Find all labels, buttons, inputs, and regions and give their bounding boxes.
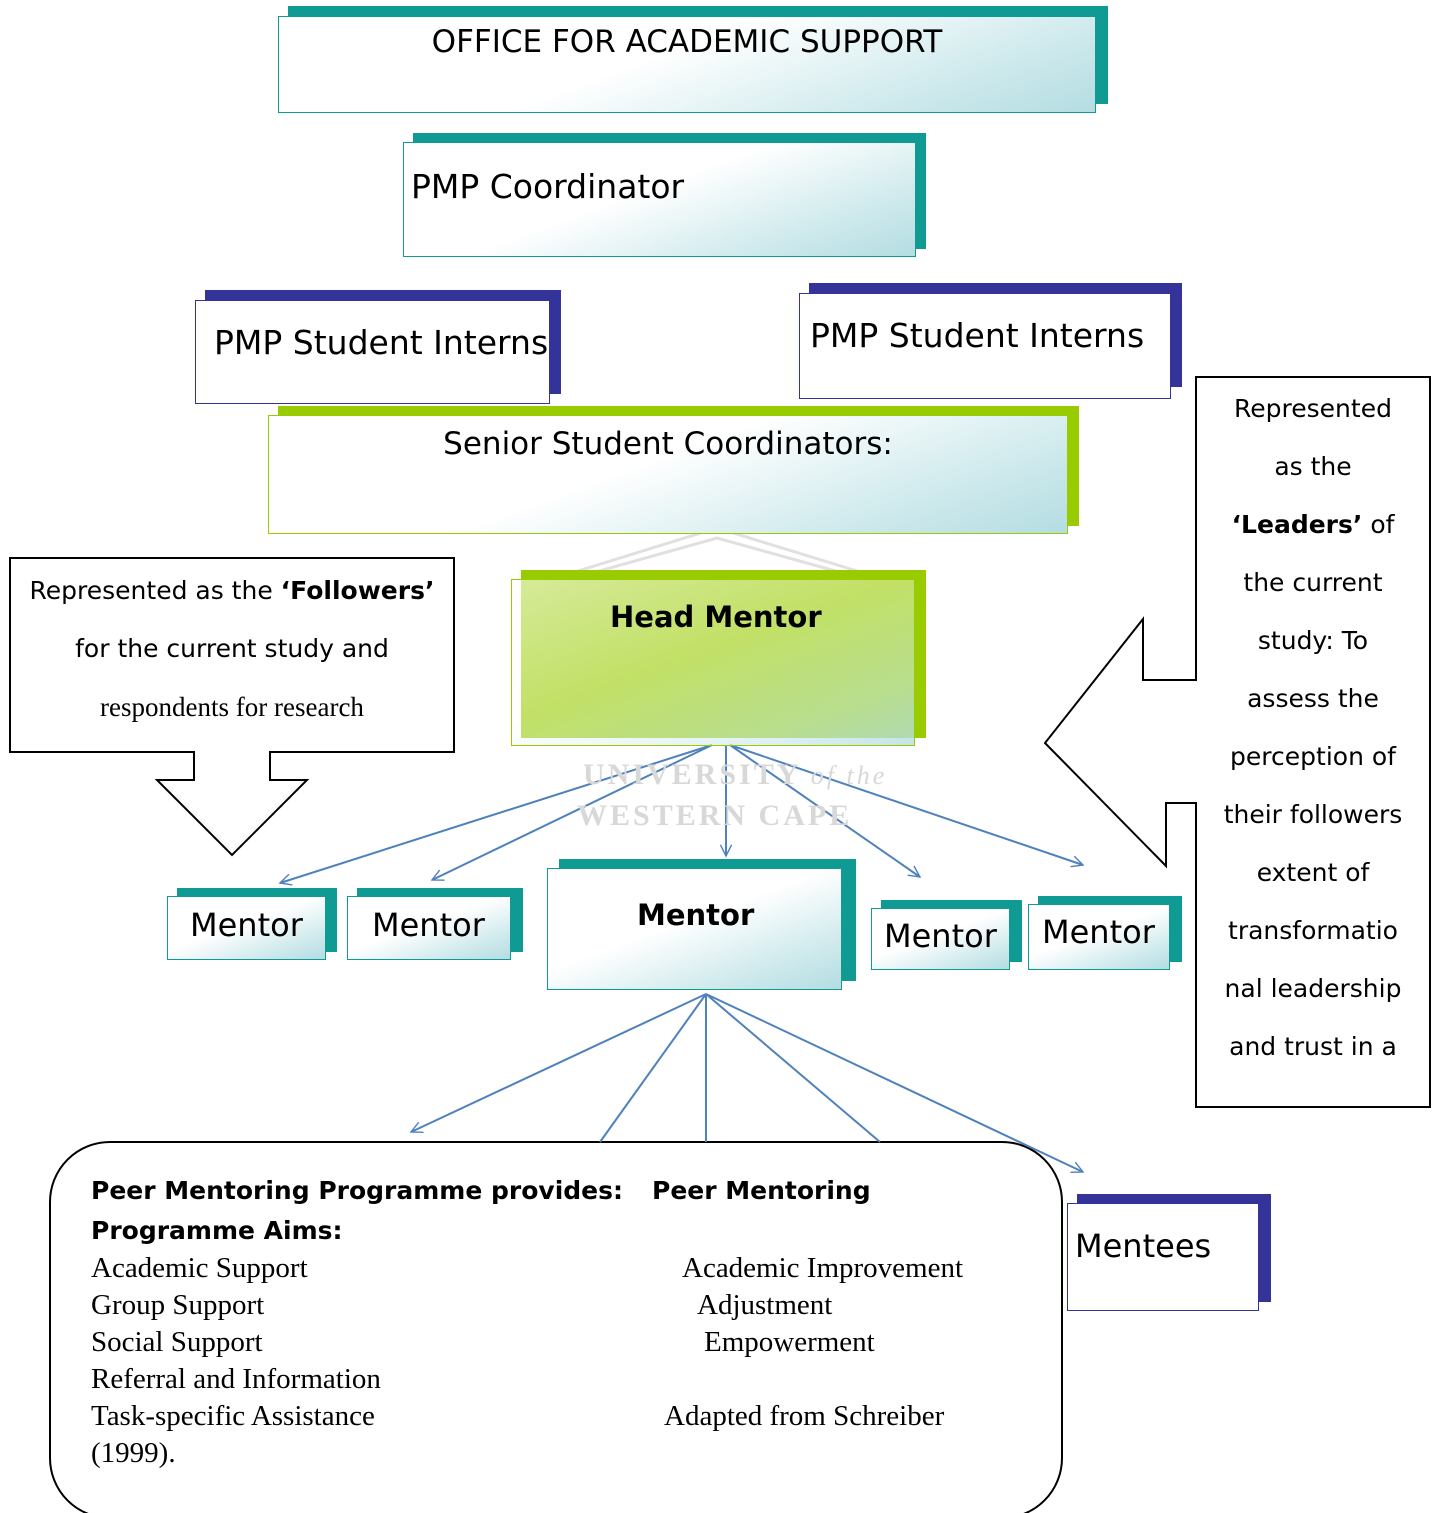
interns-right-label: PMP Student Interns	[810, 316, 1145, 355]
mentor-node-2: Mentor	[347, 888, 523, 960]
mentor-node-4: Mentor	[871, 900, 1022, 970]
mentor-2-label: Mentor	[372, 906, 485, 944]
office-node: OFFICE FOR ACADEMIC SUPPORT	[278, 6, 1108, 113]
followers-callout-shape	[9, 557, 455, 857]
followers-line-2: for the current study and	[75, 634, 389, 663]
followers-callout: Represented as the ‘Followers’ for the c…	[12, 562, 452, 736]
mentor-center-node: Mentor	[547, 859, 856, 990]
line-mentor-to-box-a	[599, 993, 707, 1143]
mentor-1-label: Mentor	[190, 906, 303, 944]
arrow-head-to-mentor2	[432, 744, 713, 881]
leaders-line-9: extent of	[1256, 858, 1370, 887]
leaders-callout: Represented as the ‘Leaders’ of the curr…	[1196, 380, 1430, 1076]
senior-coordinators-label: Senior Student Coordinators:	[443, 426, 893, 462]
provides-item: Referral and Information	[91, 1363, 381, 1395]
programme-heading-cont: Programme Aims:	[91, 1216, 343, 1245]
watermark-line1: UNIVERSITY of the	[583, 758, 888, 791]
arrow-mentor-to-mentees	[705, 993, 1083, 1172]
head-mentor-label: Head Mentor	[610, 600, 822, 634]
leaders-line-11: nal leadership	[1224, 974, 1402, 1003]
provides-item: Academic Support	[91, 1252, 308, 1284]
mentees-node: Mentees	[1067, 1194, 1271, 1311]
aims-item-3: Empowerment	[704, 1326, 875, 1358]
programme-heading-left: Peer Mentoring Programme provides:	[91, 1176, 623, 1205]
line-mentor-to-box-c	[705, 993, 881, 1143]
programme-box-shape	[49, 1141, 1063, 1513]
provides-item: (1999).	[91, 1437, 176, 1469]
leaders-line-8: their followers	[1223, 800, 1403, 829]
aims-item-2: Adjustment	[697, 1289, 833, 1321]
leaders-line-10: transformatio	[1228, 916, 1398, 945]
followers-line-1: Represented as the ‘Followers’	[29, 576, 435, 605]
office-label: OFFICE FOR ACADEMIC SUPPORT	[431, 24, 943, 60]
head-mentor-node: Head Mentor	[511, 570, 926, 746]
leaders-line-2: as the	[1274, 452, 1352, 481]
mentees-label: Mentees	[1075, 1227, 1212, 1265]
source-note: Adapted from Schreiber	[664, 1400, 945, 1432]
senior-coordinators-node: Senior Student Coordinators:	[268, 406, 1079, 534]
interns-left-node: PMP Student Interns	[195, 290, 561, 404]
provides-item: Social Support	[91, 1326, 263, 1358]
coordinator-node: PMP Coordinator	[403, 133, 926, 257]
leaders-line-1: Represented	[1234, 394, 1392, 423]
provides-list: Academic Support Group Support Social Su…	[91, 1250, 381, 1472]
leaders-line-7: perception of	[1230, 742, 1396, 771]
leaders-line-3: ‘Leaders’ of	[1231, 510, 1395, 539]
arrow-head-to-mentor4	[729, 744, 920, 877]
coordinator-label: PMP Coordinator	[411, 167, 685, 206]
mentor-5-label: Mentor	[1042, 913, 1155, 951]
arrow-mentor-to-left	[411, 993, 707, 1132]
leaders-callout-shape	[1043, 376, 1431, 1108]
leaders-line-12: and trust in a	[1229, 1032, 1397, 1061]
aims-item-1: Academic Improvement	[682, 1252, 964, 1284]
leaders-line-6: assess the	[1247, 684, 1379, 713]
programme-heading-right: Peer Mentoring	[652, 1176, 871, 1205]
arrow-head-to-mentor1	[280, 744, 713, 883]
provides-item: Task-specific Assistance	[91, 1400, 375, 1432]
arrow-head-to-mentor5	[729, 744, 1083, 865]
leaders-line-4: the current	[1243, 568, 1383, 597]
followers-line-3: respondents for research	[100, 692, 364, 722]
interns-right-node: PMP Student Interns	[799, 283, 1182, 399]
interns-left-label: PMP Student Interns	[214, 323, 549, 362]
mentor-node-1: Mentor	[167, 888, 337, 960]
mentor-center-label: Mentor	[637, 898, 755, 932]
leaders-line-5: study: To	[1257, 626, 1369, 655]
mentor-node-5: Mentor	[1028, 896, 1182, 970]
provides-item: Group Support	[91, 1289, 265, 1321]
watermark-line2: WESTERN CAPE	[577, 799, 853, 832]
mentor-4-label: Mentor	[884, 917, 997, 955]
